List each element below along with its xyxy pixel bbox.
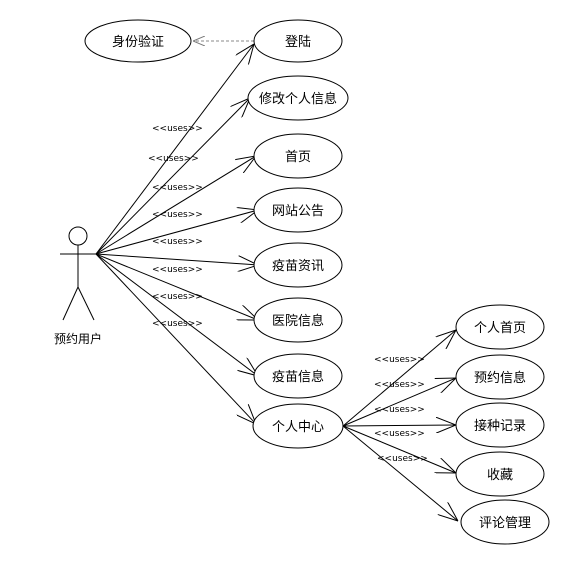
use-case-label: 医院信息 [272,313,324,329]
actor-associations [95,44,258,424]
use-case-vaccine-info: 疫苗信息 [253,353,343,399]
association-favorites [342,425,456,473]
use-case-personal-center: 个人中心 [252,403,344,449]
association-vaccine-info [95,253,258,376]
uses-label: <<uses>> [152,319,203,329]
association-hospital-info [95,253,258,320]
association-vaccination-record [342,425,456,426]
uses-label: <<uses>> [152,210,203,220]
uses-labels: <<uses>> <<uses>> <<uses>> <<uses>> <<us… [148,124,428,464]
use-case-label: 收藏 [487,468,513,483]
association-vaccine-news [95,253,258,265]
uses-label: <<uses>> [152,237,203,247]
use-case-label: 身份验证 [112,34,164,50]
use-case-home: 首页 [253,133,343,179]
association-edit-profile [95,98,250,255]
uses-label: <<uses>> [377,454,428,464]
use-case-label: 疫苗资讯 [272,258,324,274]
association-home [95,156,256,255]
use-case-label: 接种记录 [474,418,526,434]
use-case-personal-home: 个人首页 [455,304,545,350]
actor: 预约用户 [54,226,102,346]
use-case-label: 预约信息 [474,370,526,386]
actor-label: 预约用户 [54,331,102,346]
use-case-label: 登陆 [285,34,311,50]
use-case-label: 首页 [285,150,311,165]
association-personal-center [95,253,256,424]
use-case-label: 评论管理 [479,516,531,531]
use-case-label: 个人首页 [474,321,526,336]
association-announcement [95,210,258,255]
actor-left-leg [62,286,79,321]
use-case-label: 修改个人信息 [259,91,337,107]
use-case-vaccination-record: 接种记录 [455,402,545,448]
use-case-label: 疫苗信息 [272,369,324,385]
association-login [95,44,254,255]
uses-label: <<uses>> [374,405,425,415]
use-case-vaccine-news: 疫苗资讯 [253,242,343,288]
use-case-label: 个人中心 [272,420,324,435]
uses-label: <<uses>> [152,265,203,275]
association-comment-manage [342,425,458,521]
use-case-login: 登陆 [253,19,343,63]
use-case-hospital-info: 医院信息 [253,297,343,343]
uses-label: <<uses>> [152,124,203,134]
uses-label: <<uses>> [148,154,199,164]
use-case-comment-manage: 评论管理 [460,499,550,545]
use-case-announcement: 网站公告 [253,187,343,233]
uses-label: <<uses>> [374,429,425,439]
uses-label: <<uses>> [374,380,425,390]
center-associations [342,330,458,521]
uses-label: <<uses>> [152,183,203,193]
actor-right-leg [77,286,95,321]
uses-label: <<uses>> [374,355,425,365]
actor-head [68,226,88,246]
use-case-edit-profile: 修改个人信息 [247,75,349,121]
use-case-label: 网站公告 [272,204,324,219]
use-case-booking-info: 预约信息 [455,354,545,400]
use-case-identity: 身份验证 [84,19,192,63]
association-booking-info [342,378,456,427]
use-case-favorites: 收藏 [455,451,545,497]
uses-label: <<uses>> [152,292,203,302]
association-personal-home [342,330,456,427]
